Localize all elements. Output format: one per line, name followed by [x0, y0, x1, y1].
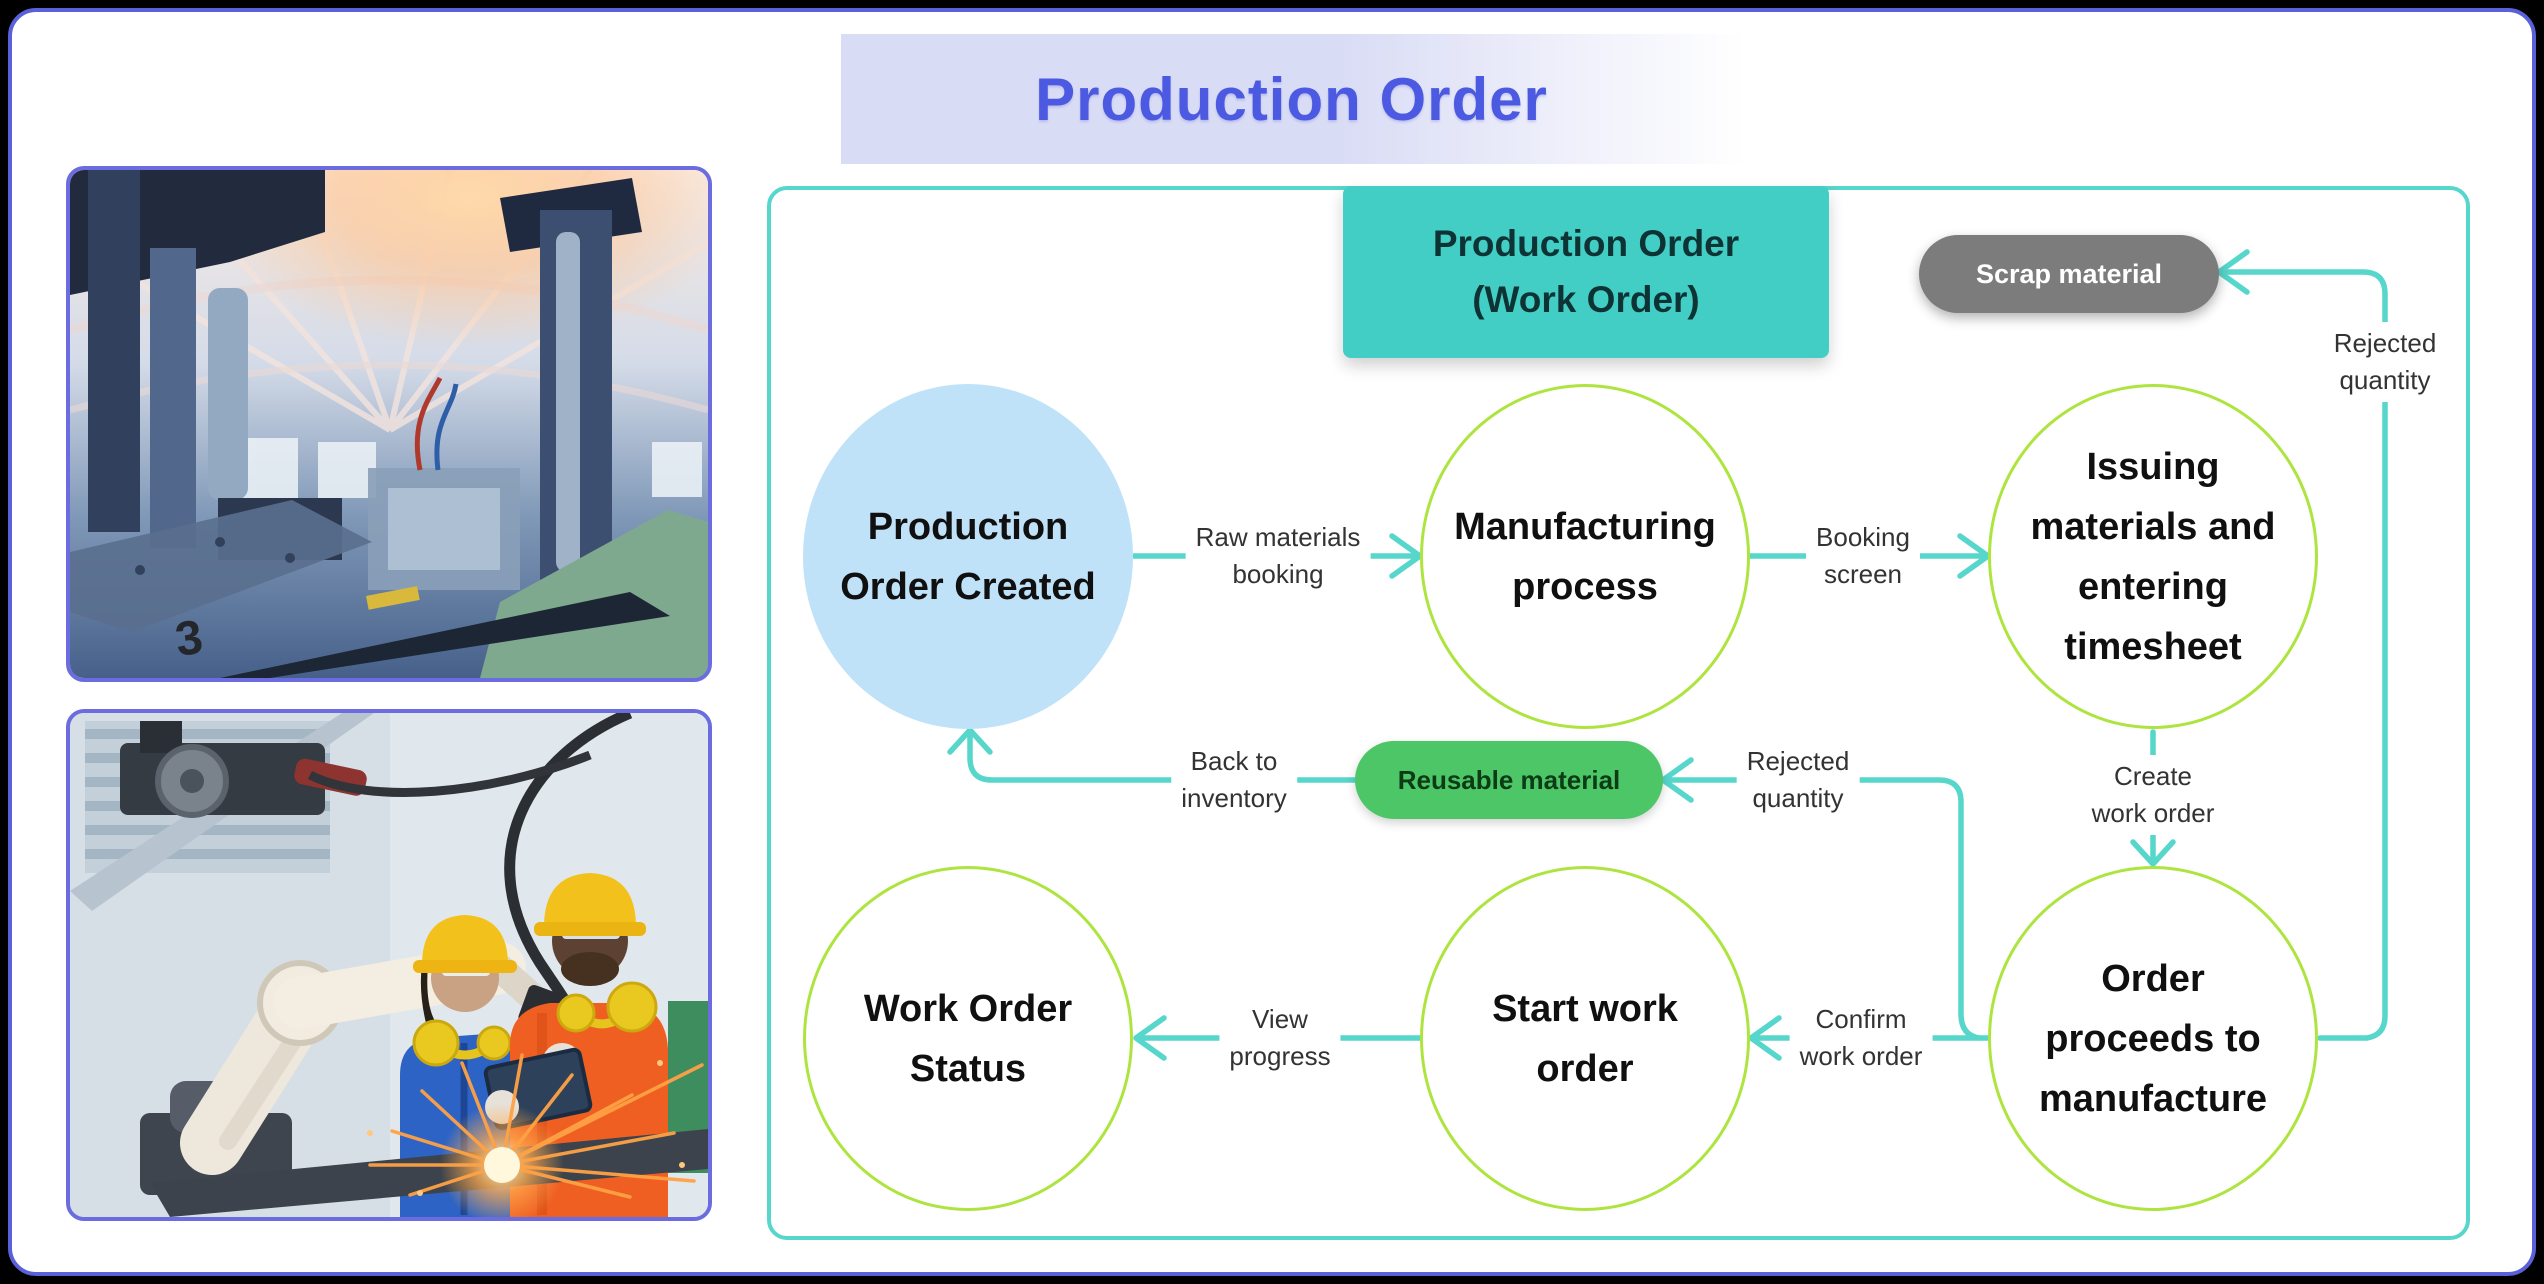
label-raw-materials-booking: Raw materials booking	[1185, 516, 1371, 596]
arrowhead-into-reusable	[1660, 757, 1694, 803]
center-machine	[368, 376, 520, 590]
node-production-order-created: Production Order Created	[803, 384, 1133, 729]
label-confirm-work-order: Confirm work order	[1789, 998, 1933, 1078]
label-booking-screen: Booking screen	[1806, 516, 1920, 596]
node-work-order-status: Work Order Status	[803, 866, 1133, 1211]
conveyor	[220, 592, 670, 678]
yellow-rail	[366, 586, 420, 610]
workers-photo-illustration	[70, 713, 708, 1217]
scrap-material-label: Scrap material	[1975, 258, 2163, 289]
workers-photo	[66, 709, 712, 1221]
reusable-material-label: Reusable material	[1397, 764, 1621, 795]
welding-sparks	[367, 1053, 704, 1217]
reusable-material-pill: Reusable material	[1355, 741, 1663, 819]
label-back-to-inventory: Back to inventory	[1171, 740, 1297, 820]
page-title: Production Order	[1035, 65, 1548, 133]
node-order-proceeds: Order proceeds to manufacture	[1988, 866, 2318, 1211]
arrowhead-into-created	[947, 727, 993, 755]
right-machine-column	[500, 178, 642, 592]
label-view-progress: View progress	[1219, 998, 1341, 1078]
factory-photo: 3	[66, 166, 712, 682]
label-create-work-order: Create work order	[2081, 755, 2225, 835]
label-rejected-quantity-center: Rejected quantity	[1736, 740, 1860, 820]
node-start-work-order: Start work order	[1420, 866, 1750, 1211]
flowchart-title: Production Order (Work Order)	[1343, 186, 1829, 358]
flowchart-title-line1: Production Order	[1432, 222, 1740, 264]
arrowhead-into-status	[1133, 1015, 1167, 1061]
arrowhead-into-scrap	[2216, 249, 2250, 295]
edge-scrap-loop	[2216, 269, 2388, 1041]
factory-photo-illustration: 3	[70, 170, 708, 678]
title-banner: Production Order	[841, 34, 1742, 164]
scrap-material-pill: Scrap material	[1919, 235, 2219, 313]
flowchart-title-line2: (Work Order)	[1472, 279, 1700, 320]
label-rejected-quantity-right: Rejected quantity	[2323, 322, 2447, 402]
node-manufacturing-process: Manufacturing process	[1420, 384, 1750, 729]
node-issuing-materials: Issuing materials and entering timesheet	[1988, 384, 2318, 729]
arrowhead-into-start-work-order	[1748, 1015, 1782, 1061]
left-machine-column	[70, 170, 342, 560]
edge-back-to-inventory	[967, 733, 1358, 783]
edge-rejected-to-reusable	[1660, 777, 1982, 1041]
page-card: Production Order	[8, 8, 2536, 1276]
arrowhead-into-order-proceeds	[2130, 839, 2176, 867]
flowchart-panel: Production Order (Work Order) Scrap mate…	[767, 186, 2470, 1240]
